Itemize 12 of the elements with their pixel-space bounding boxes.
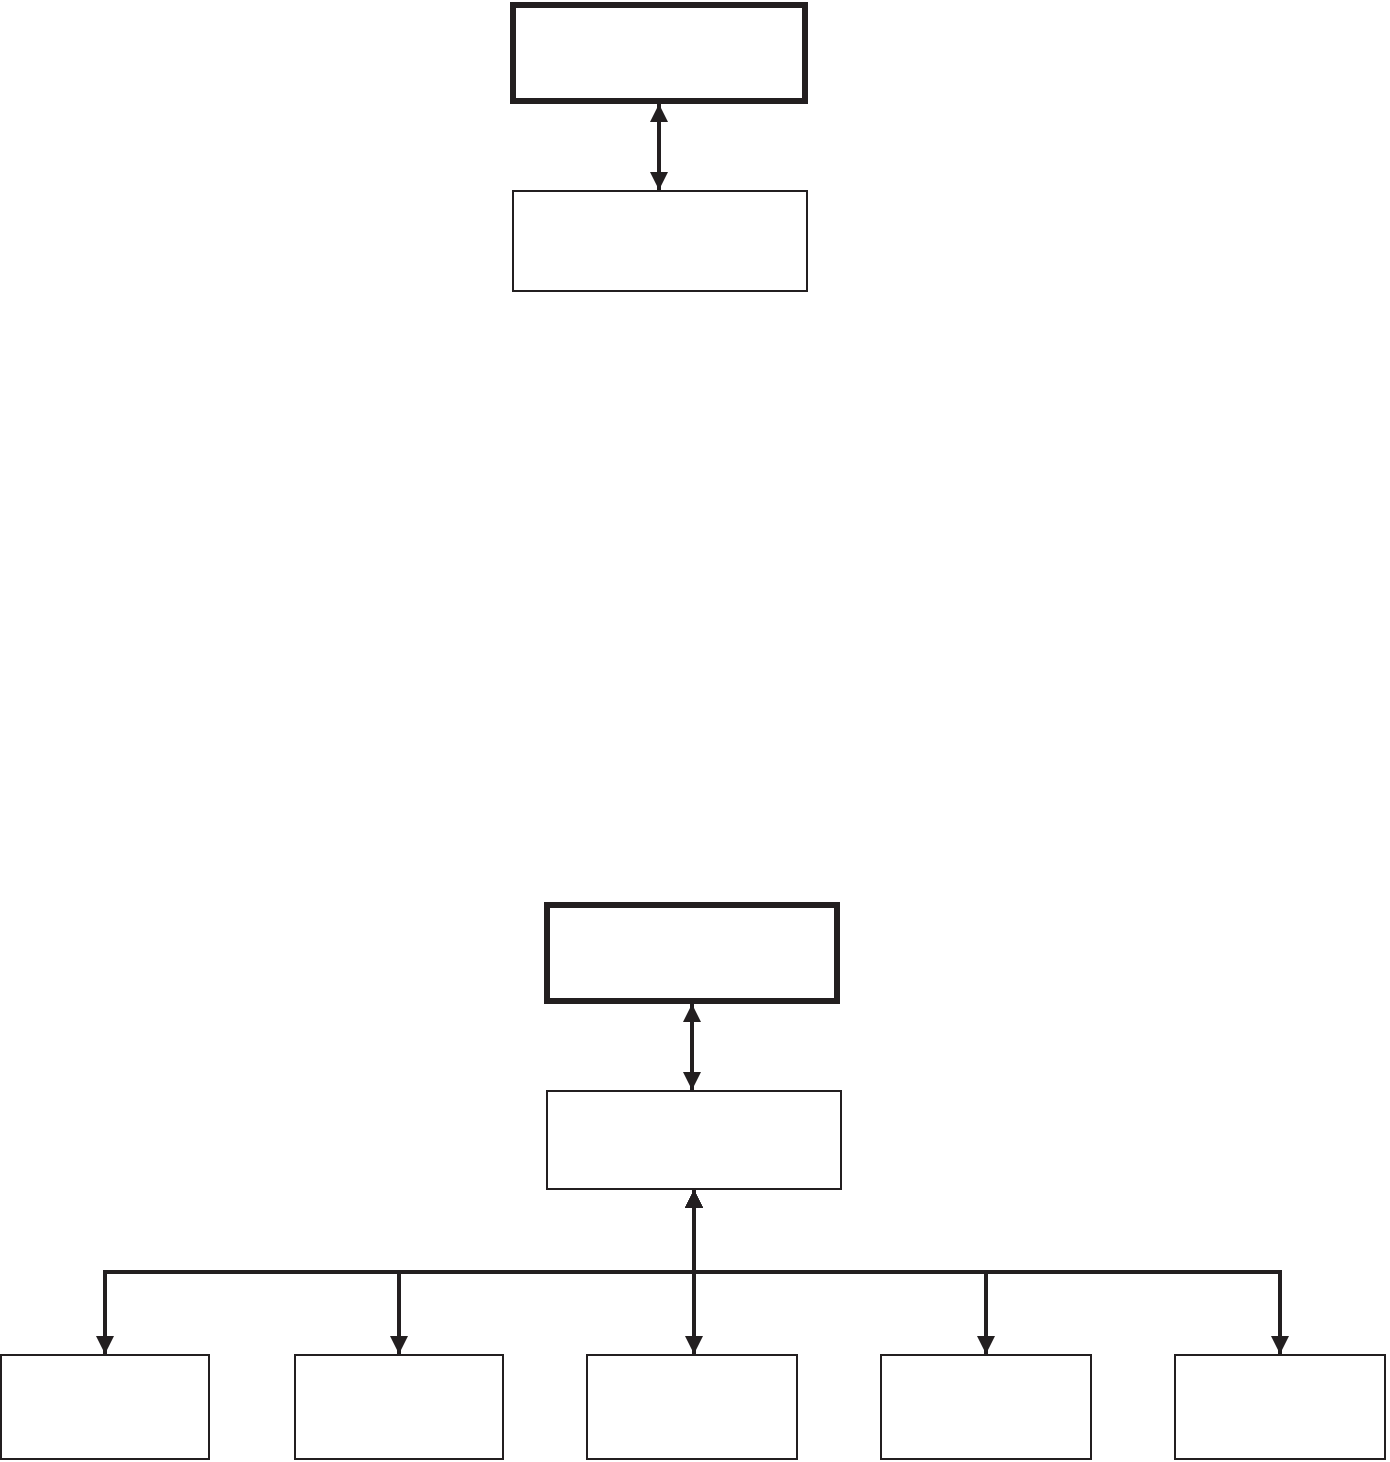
arrow	[683, 1004, 701, 1090]
empty-box	[1174, 1354, 1386, 1460]
empty-box	[294, 1354, 504, 1460]
empty-box	[512, 190, 808, 292]
empty-box	[0, 1354, 210, 1460]
empty-box	[586, 1354, 798, 1460]
arrow	[685, 1190, 1289, 1354]
arrow	[650, 104, 668, 190]
empty-box	[544, 902, 840, 1004]
empty-box	[546, 1090, 842, 1190]
empty-box	[510, 2, 808, 104]
empty-box	[880, 1354, 1092, 1460]
